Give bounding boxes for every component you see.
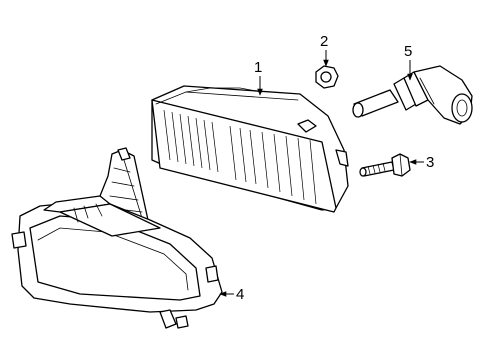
nut-part	[315, 65, 339, 89]
bolt-part	[359, 153, 411, 177]
fog-lamp-part	[151, 85, 349, 213]
bracket-part	[11, 147, 223, 329]
callout-label-2: 2	[320, 33, 328, 50]
callout-4: 4	[219, 286, 244, 303]
callout-label-1: 1	[254, 59, 262, 76]
callout-label-4: 4	[236, 286, 244, 303]
callout-3: 3	[409, 154, 434, 171]
callout-2: 2	[320, 33, 329, 67]
callout-5: 5	[404, 43, 413, 81]
callout-label-3: 3	[426, 154, 434, 171]
bulb-part	[352, 65, 473, 125]
callout-1: 1	[254, 59, 263, 96]
callout-label-5: 5	[404, 43, 412, 60]
